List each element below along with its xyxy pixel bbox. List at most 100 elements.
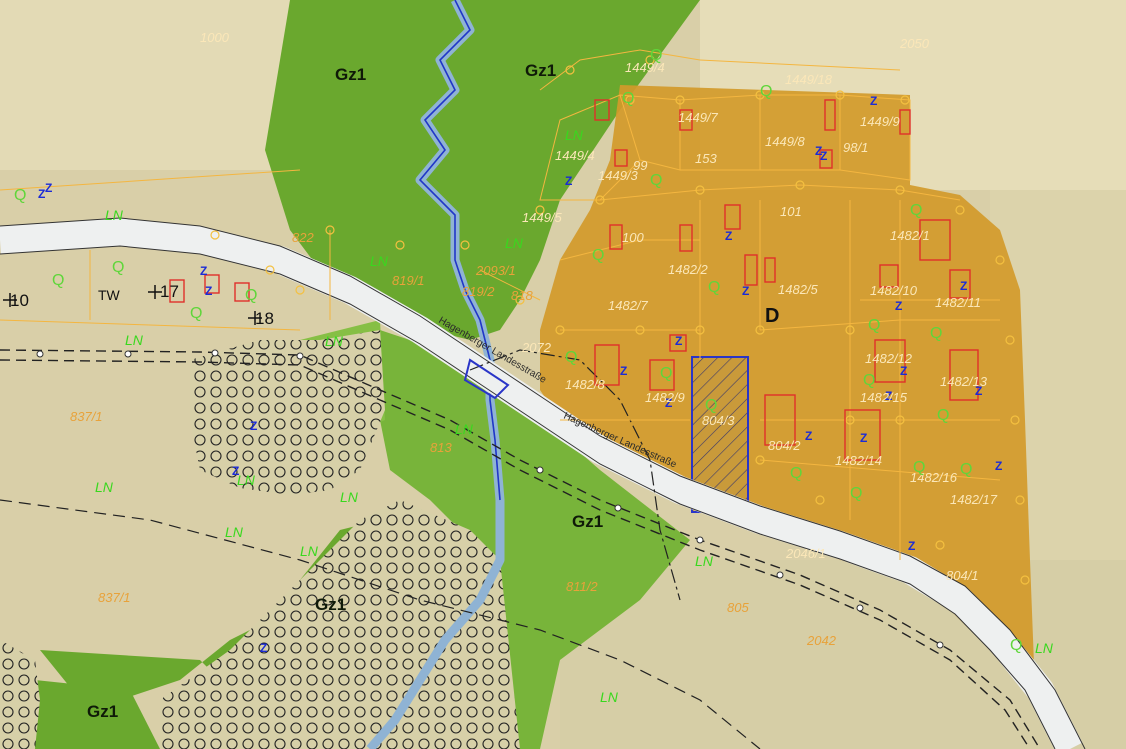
svg-text:Z: Z [805, 429, 812, 443]
svg-text:1482/1: 1482/1 [890, 228, 930, 243]
green-zone-upper [265, 0, 700, 340]
svg-text:Q: Q [1010, 637, 1022, 654]
svg-text:1482/12: 1482/12 [865, 351, 913, 366]
svg-text:1482/8: 1482/8 [565, 377, 606, 392]
svg-text:1449/5: 1449/5 [522, 210, 563, 225]
svg-text:Z: Z [232, 464, 239, 478]
svg-text:Z: Z [250, 419, 257, 433]
svg-text:1449/18: 1449/18 [785, 72, 833, 87]
zone-label-gz1: Gz1 [335, 65, 366, 84]
svg-text:Q: Q [52, 272, 64, 289]
parcel-vertices [210, 55, 1030, 585]
green-zone-bottom [35, 680, 160, 749]
svg-text:1482/9: 1482/9 [645, 390, 685, 405]
svg-text:Q: Q [14, 187, 26, 204]
ln-label: LN [125, 332, 144, 348]
zone-label-gz1: Gz1 [315, 595, 346, 614]
ln-label: LN [95, 479, 114, 495]
svg-text:Q: Q [790, 465, 802, 482]
svg-text:Z: Z [820, 149, 827, 163]
svg-text:1449/4: 1449/4 [555, 148, 595, 163]
ln-label: LN [325, 333, 344, 349]
svg-text:1449/3: 1449/3 [598, 168, 639, 183]
svg-text:18: 18 [255, 309, 274, 328]
boundary-crosses [3, 285, 262, 325]
dashed-line-2 [0, 359, 1031, 749]
svg-text:Z: Z [565, 174, 572, 188]
ln-label: LN [1035, 640, 1054, 656]
circle-zone-upper [190, 330, 385, 495]
svg-text:Q: Q [960, 461, 972, 478]
svg-text:Z: Z [742, 284, 749, 298]
svg-text:Z: Z [900, 364, 907, 378]
svg-text:1482/15: 1482/15 [860, 390, 908, 405]
svg-text:2042: 2042 [806, 633, 837, 648]
svg-text:10: 10 [10, 291, 29, 310]
ln-label: LN [695, 553, 714, 569]
svg-text:1482/16: 1482/16 [910, 470, 958, 485]
svg-text:Z: Z [960, 279, 967, 293]
svg-text:819/1: 819/1 [392, 273, 425, 288]
svg-text:Q: Q [650, 172, 662, 189]
svg-text:Q: Q [660, 365, 672, 382]
ln-label: LN [370, 253, 389, 269]
svg-text:Z: Z [975, 384, 982, 398]
svg-text:Z: Z [725, 229, 732, 243]
svg-text:100: 100 [622, 230, 644, 245]
svg-text:1482/17: 1482/17 [950, 492, 998, 507]
svg-text:Q: Q [863, 372, 875, 389]
settlement-area [540, 85, 1035, 690]
svg-text:1449/8: 1449/8 [765, 134, 806, 149]
svg-text:Q: Q [112, 259, 124, 276]
svg-text:2072: 2072 [521, 340, 552, 355]
circle-zone-lower [0, 640, 40, 749]
svg-text:Z: Z [908, 539, 915, 553]
svg-text:Z: Z [665, 396, 672, 410]
svg-text:Z: Z [895, 299, 902, 313]
svg-text:Z: Z [260, 641, 267, 655]
svg-text:Z: Z [205, 284, 212, 298]
svg-text:17: 17 [160, 282, 179, 301]
svg-text:1482/7: 1482/7 [608, 298, 649, 313]
parcel-numbers: 1000 2050 1449/4 1449/18 1449/7 1449/8 1… [10, 30, 998, 648]
svg-text:1482/10: 1482/10 [870, 283, 918, 298]
svg-text:837/1: 837/1 [98, 590, 131, 605]
svg-text:2093/1: 2093/1 [475, 263, 516, 278]
svg-text:1482/5: 1482/5 [778, 282, 819, 297]
zone-label-gz1: Gz1 [572, 512, 603, 531]
svg-text:TW: TW [98, 287, 121, 303]
svg-text:Z: Z [995, 459, 1002, 473]
svg-text:Q: Q [910, 202, 922, 219]
zone-label-gz1: Gz1 [87, 702, 118, 721]
survey-nodes [36, 349, 944, 649]
svg-text:Q: Q [850, 485, 862, 502]
field-top-left [0, 0, 300, 170]
svg-text:Q: Q [705, 397, 717, 414]
svg-text:Q: Q [708, 279, 720, 296]
ln-label: LN [237, 472, 256, 488]
buildings [169, 99, 979, 461]
svg-text:Z: Z [860, 431, 867, 445]
road-edge-2 [0, 245, 1056, 749]
svg-text:Z: Z [815, 144, 822, 158]
zone-label-gz1: Gz1 [525, 61, 556, 80]
parcel-lines [0, 49, 1001, 560]
svg-text:Z: Z [45, 181, 52, 195]
svg-text:818: 818 [511, 288, 533, 303]
svg-text:2046/1: 2046/1 [785, 546, 826, 561]
ln-label: LN [600, 689, 619, 705]
ln-label: LN [105, 207, 124, 223]
dashed-line-3 [0, 499, 761, 749]
svg-text:Q: Q [592, 247, 604, 264]
svg-text:819/2: 819/2 [462, 284, 495, 299]
svg-text:Z: Z [675, 334, 682, 348]
svg-text:Z: Z [620, 364, 627, 378]
ln-label: LN [225, 524, 244, 540]
svg-text:Q: Q [913, 459, 925, 476]
svg-text:98/1: 98/1 [843, 140, 868, 155]
svg-text:101: 101 [780, 204, 802, 219]
